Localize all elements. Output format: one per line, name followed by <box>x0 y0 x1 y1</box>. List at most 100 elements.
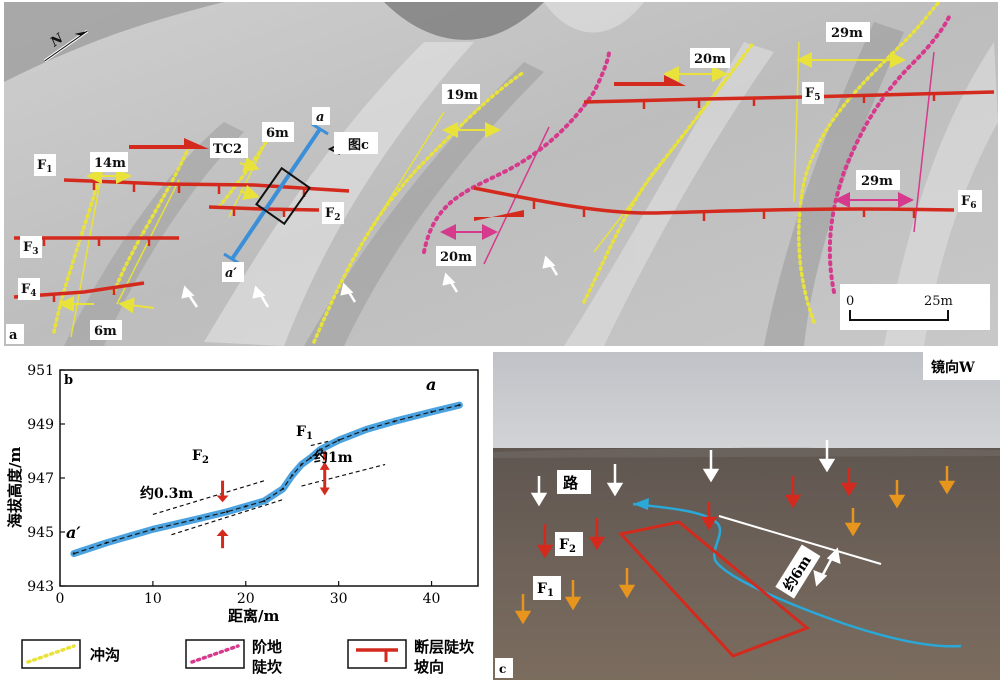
reference-lines <box>70 41 935 338</box>
profile-point <box>244 505 247 508</box>
fault-label-f4: F4 <box>21 282 37 299</box>
x-tick-label: 0 <box>56 591 65 607</box>
measure-label: 20m <box>694 52 726 67</box>
profile-point <box>226 510 229 513</box>
legend-item-terrace: 阶地 陡坎 <box>185 638 282 676</box>
profile-point <box>393 420 396 423</box>
slip-arrow <box>129 138 209 149</box>
profile-label-a-prime: a′ <box>225 266 237 281</box>
slip-arrow <box>474 210 524 221</box>
legend: 冲沟 阶地 陡坎 断层陡坎 坡向 <box>0 632 490 680</box>
measure-label: 14m <box>94 156 126 171</box>
trend-line <box>301 463 386 487</box>
horizon <box>493 447 1000 458</box>
legend-svg: 冲沟 阶地 陡坎 断层陡坎 坡向 <box>21 638 474 676</box>
measure-label: 6m <box>94 324 117 339</box>
terrace-riser-line <box>422 50 611 254</box>
measure-label: 29m <box>831 26 863 41</box>
fault-f2-label: F2 <box>192 448 209 466</box>
photo-fault-f1-label: F1 <box>537 581 554 599</box>
road-line <box>632 502 962 648</box>
y-tick-label: 943 <box>27 579 54 595</box>
fault-label-f5: F5 <box>805 86 821 103</box>
profile-point <box>263 499 266 503</box>
trend-line <box>171 499 284 536</box>
scale-zero: 0 <box>846 294 854 309</box>
fault-f1-label: F1 <box>296 424 313 442</box>
trend-line <box>152 480 265 516</box>
measure-label: 29m <box>861 174 893 189</box>
y-tick-label: 951 <box>27 363 54 379</box>
road-label: 路 <box>563 474 579 492</box>
fault-label-f6: F6 <box>961 194 977 211</box>
photo-fault-f2-label: F2 <box>559 537 576 555</box>
measurement-arrows <box>58 52 914 314</box>
road-arrowhead <box>633 498 649 510</box>
legend-fault-label-2: 坡向 <box>414 658 444 676</box>
offset-double-arrow <box>813 547 841 587</box>
f1-marker-head <box>319 461 330 470</box>
gully-line <box>797 0 941 324</box>
x-axis-label: 距离/m <box>228 607 279 625</box>
terrace-riser-line <box>827 15 951 294</box>
f2-marker-top-head <box>216 495 229 503</box>
profile-point <box>337 439 340 442</box>
gully-lines <box>52 0 941 344</box>
panel-c-letter: c <box>499 662 506 676</box>
view-direction-label: 镜向W <box>931 359 975 376</box>
trench-outline <box>618 520 810 658</box>
profile-label-a: a <box>316 110 324 125</box>
profile-point <box>309 456 312 459</box>
x-tick-label: 40 <box>423 591 441 607</box>
road-label-box <box>557 470 591 494</box>
photo-ref-label: 图c <box>348 138 369 153</box>
f2-marker-bottom-head <box>216 529 229 537</box>
profile-point <box>198 517 201 520</box>
profile-point <box>300 463 303 466</box>
fault-trace-f6 <box>473 186 955 215</box>
profile-point <box>318 448 322 451</box>
white-arrows <box>530 440 836 507</box>
panel-a-letter: a <box>9 328 18 343</box>
measure-label: 20m <box>440 250 472 265</box>
flow-arrows <box>181 255 559 308</box>
y-tick-label: 947 <box>27 471 54 487</box>
measure-label: 6m <box>266 126 289 141</box>
legend-terrace-label-1: 阶地 <box>252 638 282 656</box>
legend-fault-label-1: 断层陡坎 <box>414 638 474 656</box>
x-tick-label: 10 <box>144 591 162 607</box>
profile-series-band <box>70 401 463 558</box>
offset-f1-label: 约1m <box>314 449 353 466</box>
field-photo-svg: 镜向W 路 F2 F1 约6m <box>493 352 1000 680</box>
terrain-shading <box>4 2 998 346</box>
profile-point <box>151 528 155 531</box>
profile-point <box>430 410 433 414</box>
profile-point <box>105 541 108 544</box>
panel-b-letter: b <box>64 373 73 388</box>
measure-label: 19m <box>446 88 478 103</box>
panel-c-field-photo: 镜向W 路 F2 F1 约6m <box>493 352 1000 680</box>
panel-a-hillshade-map: N 0 25m F1 F2 F3 F4 F5 F6 14m 6m 6m 19m … <box>4 0 998 346</box>
legend-gully-label: 冲沟 <box>90 646 120 664</box>
trench-label: TC2 <box>213 142 242 157</box>
plot-frame <box>59 369 479 587</box>
red-arrows <box>536 468 858 559</box>
gully-line <box>312 70 526 344</box>
profile-point <box>291 474 294 477</box>
legend-item-gully: 冲沟 <box>21 639 120 669</box>
f1-marker-head <box>319 487 330 496</box>
fault-label-f1: F1 <box>37 158 53 175</box>
chart-annotations <box>152 431 386 549</box>
scale-bar: 0 25m <box>840 284 990 330</box>
terrace-riser-lines <box>422 15 951 294</box>
profile-point <box>365 428 368 431</box>
profile-series-line <box>73 404 460 555</box>
panel-a-svg: N 0 25m F1 F2 F3 F4 F5 F6 14m 6m 6m 19m … <box>4 0 998 346</box>
gully-line <box>112 145 191 294</box>
profile-start-label: a′ <box>66 523 81 542</box>
fault-label-f3: F3 <box>23 240 39 257</box>
legend-item-fault: 断层陡坎 坡向 <box>347 638 474 676</box>
